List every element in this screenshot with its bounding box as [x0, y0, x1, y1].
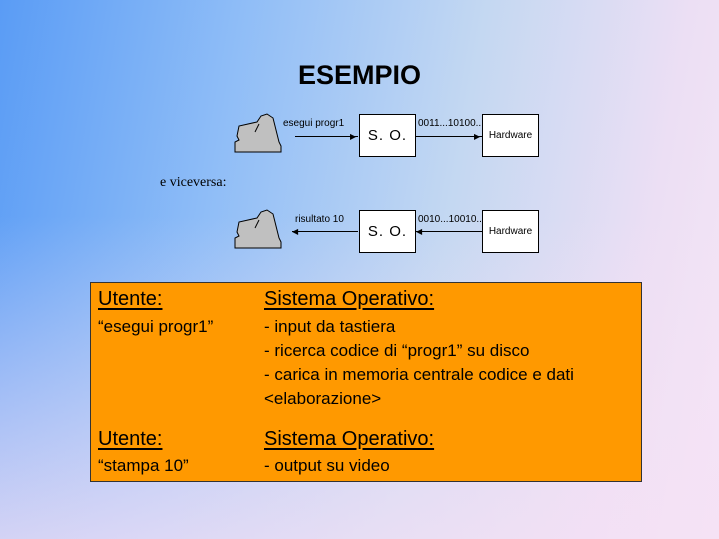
arrow-head-icon: ◀ — [416, 227, 423, 236]
arrow-os-to-user — [292, 231, 358, 232]
request-label: esegui progr1 — [283, 118, 345, 129]
user-command: “stampa 10” — [98, 456, 189, 475]
os-heading: Sistema Operativo: — [264, 428, 435, 450]
slide-title: ESEMPIO — [297, 60, 422, 90]
arrow-head-icon: ▶ — [350, 132, 357, 141]
os-step: - ricerca codice di “progr1” su disco — [264, 341, 530, 360]
explanation-panel: Utente: Sistema Operativo: “esegui progr… — [90, 282, 642, 482]
arrow-os-to-hardware — [416, 136, 482, 137]
os-step: <elaborazione> — [264, 389, 382, 408]
os-box: S. O. — [359, 210, 416, 253]
result-label: risultato 10 — [295, 214, 344, 225]
os-box: S. O. — [359, 114, 416, 157]
separator-text: e viceversa: — [160, 175, 227, 190]
user-at-computer-icon — [234, 209, 282, 249]
user-heading: Utente: — [98, 428, 163, 450]
os-heading: Sistema Operativo: — [264, 288, 435, 310]
user-heading: Utente: — [98, 288, 163, 310]
arrow-user-to-os — [295, 136, 358, 137]
bits-label: 0011...10100.. — [418, 118, 482, 129]
bits-label: 0010...10010.. — [418, 214, 482, 225]
hardware-box: Hardware — [482, 114, 539, 157]
user-command: “esegui progr1” — [98, 317, 214, 336]
user-at-computer-icon — [234, 113, 282, 153]
arrow-hardware-to-os — [416, 231, 482, 232]
os-step: - carica in memoria centrale codice e da… — [264, 365, 574, 384]
os-step: - output su video — [264, 456, 390, 475]
os-step: - input da tastiera — [264, 317, 396, 336]
arrow-head-icon: ◀ — [292, 227, 299, 236]
hardware-box: Hardware — [482, 210, 539, 253]
arrow-head-icon: ▶ — [474, 132, 481, 141]
